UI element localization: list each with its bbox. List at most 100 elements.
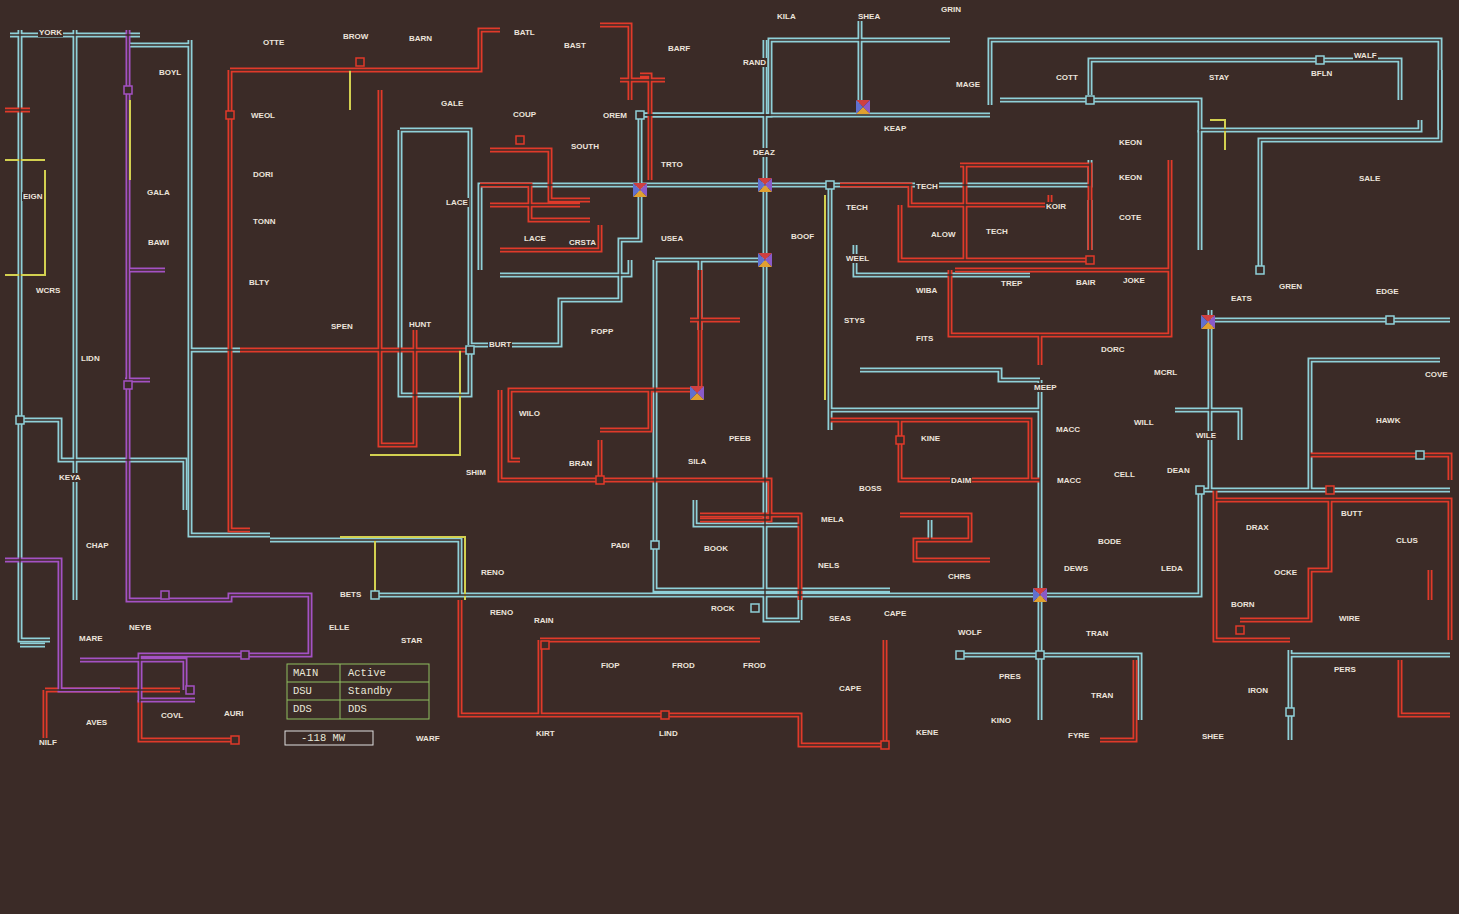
station-label: SILA bbox=[687, 457, 707, 466]
station-label: KEAP bbox=[883, 124, 907, 133]
station-label: BAST bbox=[563, 41, 587, 50]
station-label: WARF bbox=[415, 734, 441, 743]
station-label: CLUS bbox=[1395, 536, 1419, 545]
station-label: DORC bbox=[1100, 345, 1126, 354]
station-label: DEAN bbox=[1166, 466, 1191, 475]
station-label: BOYL bbox=[158, 68, 182, 77]
station-label: FIOP bbox=[600, 661, 621, 670]
station-label: KINO bbox=[990, 716, 1012, 725]
station-label: HAWK bbox=[1375, 416, 1401, 425]
station-label: BAIR bbox=[1075, 278, 1097, 287]
station-label: STYS bbox=[843, 316, 866, 325]
station-label: MACC bbox=[1055, 425, 1081, 434]
station-label: COTT bbox=[1055, 73, 1079, 82]
status-cell: -118 MW bbox=[300, 732, 346, 744]
station-label: TRAN bbox=[1090, 691, 1114, 700]
station-label: PERS bbox=[1333, 665, 1357, 674]
station-label: TECH bbox=[915, 182, 939, 191]
status-cell: MAIN bbox=[292, 667, 319, 679]
station-label: COVE bbox=[1424, 370, 1449, 379]
status-cell: Standby bbox=[347, 685, 393, 697]
station-label: BURT bbox=[488, 340, 512, 349]
line-500kv bbox=[5, 30, 310, 700]
station-label: NEYB bbox=[128, 623, 152, 632]
station-label: KILA bbox=[776, 12, 797, 21]
station-label: BOOK bbox=[703, 544, 729, 553]
station-label: DEWS bbox=[1063, 564, 1089, 573]
station-label: FROD bbox=[671, 661, 696, 670]
station-label: CAPE bbox=[838, 684, 862, 693]
line-core bbox=[5, 25, 1450, 745]
station-label: WALF bbox=[1353, 51, 1378, 60]
status-table bbox=[285, 664, 429, 745]
station-label: TREP bbox=[1000, 279, 1023, 288]
substation-marks bbox=[16, 56, 1424, 716]
station-label: TRTO bbox=[660, 160, 684, 169]
station-label: WEOL bbox=[250, 111, 276, 120]
station-label: MARE bbox=[78, 634, 104, 643]
station-label: CRSTA bbox=[568, 238, 597, 247]
station-label: CAPE bbox=[883, 609, 907, 618]
station-label: BFLN bbox=[1310, 69, 1333, 78]
station-label: NILF bbox=[38, 738, 58, 747]
station-label: BARF bbox=[667, 44, 691, 53]
station-label: BORN bbox=[1230, 600, 1256, 609]
station-label: EIGN bbox=[22, 192, 44, 201]
station-label: POPP bbox=[590, 327, 614, 336]
station-label: LEDA bbox=[1160, 564, 1184, 573]
station-label: STAY bbox=[1208, 73, 1230, 82]
station-label: RENO bbox=[480, 568, 505, 577]
station-label: WIRE bbox=[1338, 614, 1361, 623]
station-label: PEEB bbox=[728, 434, 752, 443]
station-label: RENO bbox=[489, 608, 514, 617]
station-label: TECH bbox=[985, 227, 1009, 236]
station-label: SHIM bbox=[465, 468, 487, 477]
station-label: KEON bbox=[1118, 138, 1143, 147]
station-label: BRAN bbox=[568, 459, 593, 468]
station-label: BOSS bbox=[858, 484, 883, 493]
station-label: COUP bbox=[512, 110, 537, 119]
station-label: KEYA bbox=[58, 473, 82, 482]
station-label: DAIM bbox=[950, 476, 972, 485]
station-label: WILE bbox=[1195, 431, 1217, 440]
station-label: DORI bbox=[252, 170, 274, 179]
station-label: DRAX bbox=[1245, 523, 1270, 532]
line-345kv bbox=[10, 15, 1450, 740]
station-label: BODE bbox=[1097, 537, 1122, 546]
station-label: SALE bbox=[1358, 174, 1381, 183]
station-label: BUTT bbox=[1340, 509, 1363, 518]
station-label: COVL bbox=[160, 711, 184, 720]
station-label: PRES bbox=[998, 672, 1022, 681]
station-label: BROW bbox=[342, 32, 369, 41]
station-label: BOOF bbox=[790, 232, 815, 241]
station-label: GALE bbox=[440, 99, 464, 108]
station-label: SEAS bbox=[828, 614, 852, 623]
line-core bbox=[10, 15, 1450, 740]
station-label: ALOW bbox=[930, 230, 956, 239]
station-label: KEON bbox=[1118, 173, 1143, 182]
station-label: WILO bbox=[518, 409, 541, 418]
station-label: WIBA bbox=[915, 286, 938, 295]
station-label: TRAN bbox=[1085, 629, 1109, 638]
station-label: BATL bbox=[513, 28, 536, 37]
substation-marks bbox=[226, 58, 1334, 749]
station-label: LACE bbox=[523, 234, 547, 243]
station-label: LACE bbox=[445, 198, 469, 207]
status-cell: DSU bbox=[292, 685, 313, 697]
status-cell: Active bbox=[347, 667, 387, 679]
station-label: MCRL bbox=[1153, 368, 1178, 377]
station-label: SHEA bbox=[857, 12, 881, 21]
station-label: MEEP bbox=[1033, 383, 1058, 392]
station-label: RAIN bbox=[533, 616, 555, 625]
station-label: LIND bbox=[658, 729, 679, 738]
station-label: ROCK bbox=[710, 604, 736, 613]
line-core bbox=[5, 30, 310, 700]
status-cell: DDS bbox=[347, 703, 368, 715]
station-label: FYRE bbox=[1067, 731, 1090, 740]
station-label: WILL bbox=[1133, 418, 1155, 427]
substation-marks bbox=[124, 86, 249, 694]
station-label: BETS bbox=[339, 590, 362, 599]
junction-symbols bbox=[633, 100, 1215, 602]
